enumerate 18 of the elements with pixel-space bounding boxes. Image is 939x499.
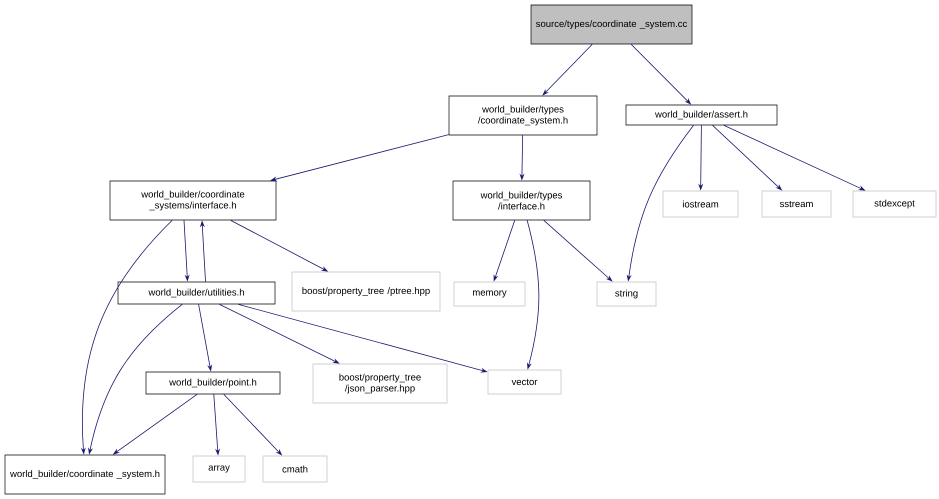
file-box: world_builder/point.h <box>146 372 280 394</box>
header-box: boost/property_tree /json_parser.hpp <box>312 364 448 404</box>
header-box: sstream <box>762 190 832 218</box>
file-box: world_builder/coordinate _systems/interface.h <box>110 180 276 220</box>
file-box: world_builder/assert.h <box>626 104 778 126</box>
header-box: string <box>596 282 656 306</box>
header-box: boost/property_tree /ptree.hpp <box>292 272 440 312</box>
file-box: world_builder/coordinate _system.h <box>4 454 166 494</box>
header-box: cmath <box>262 456 328 482</box>
header-box: vector <box>488 370 562 394</box>
header-box: memory <box>454 282 526 306</box>
header-box: iostream <box>662 190 738 218</box>
header-box: stdexcept <box>852 190 936 218</box>
file-box: world_builder/types /coordinate_system.h <box>448 96 598 136</box>
file-box: world_builder/utilities.h <box>118 282 276 304</box>
file-box: world_builder/types /interface.h <box>452 180 590 220</box>
header-box: array <box>192 456 246 482</box>
file-box: source/types/coordinate _system.cc <box>530 4 692 44</box>
